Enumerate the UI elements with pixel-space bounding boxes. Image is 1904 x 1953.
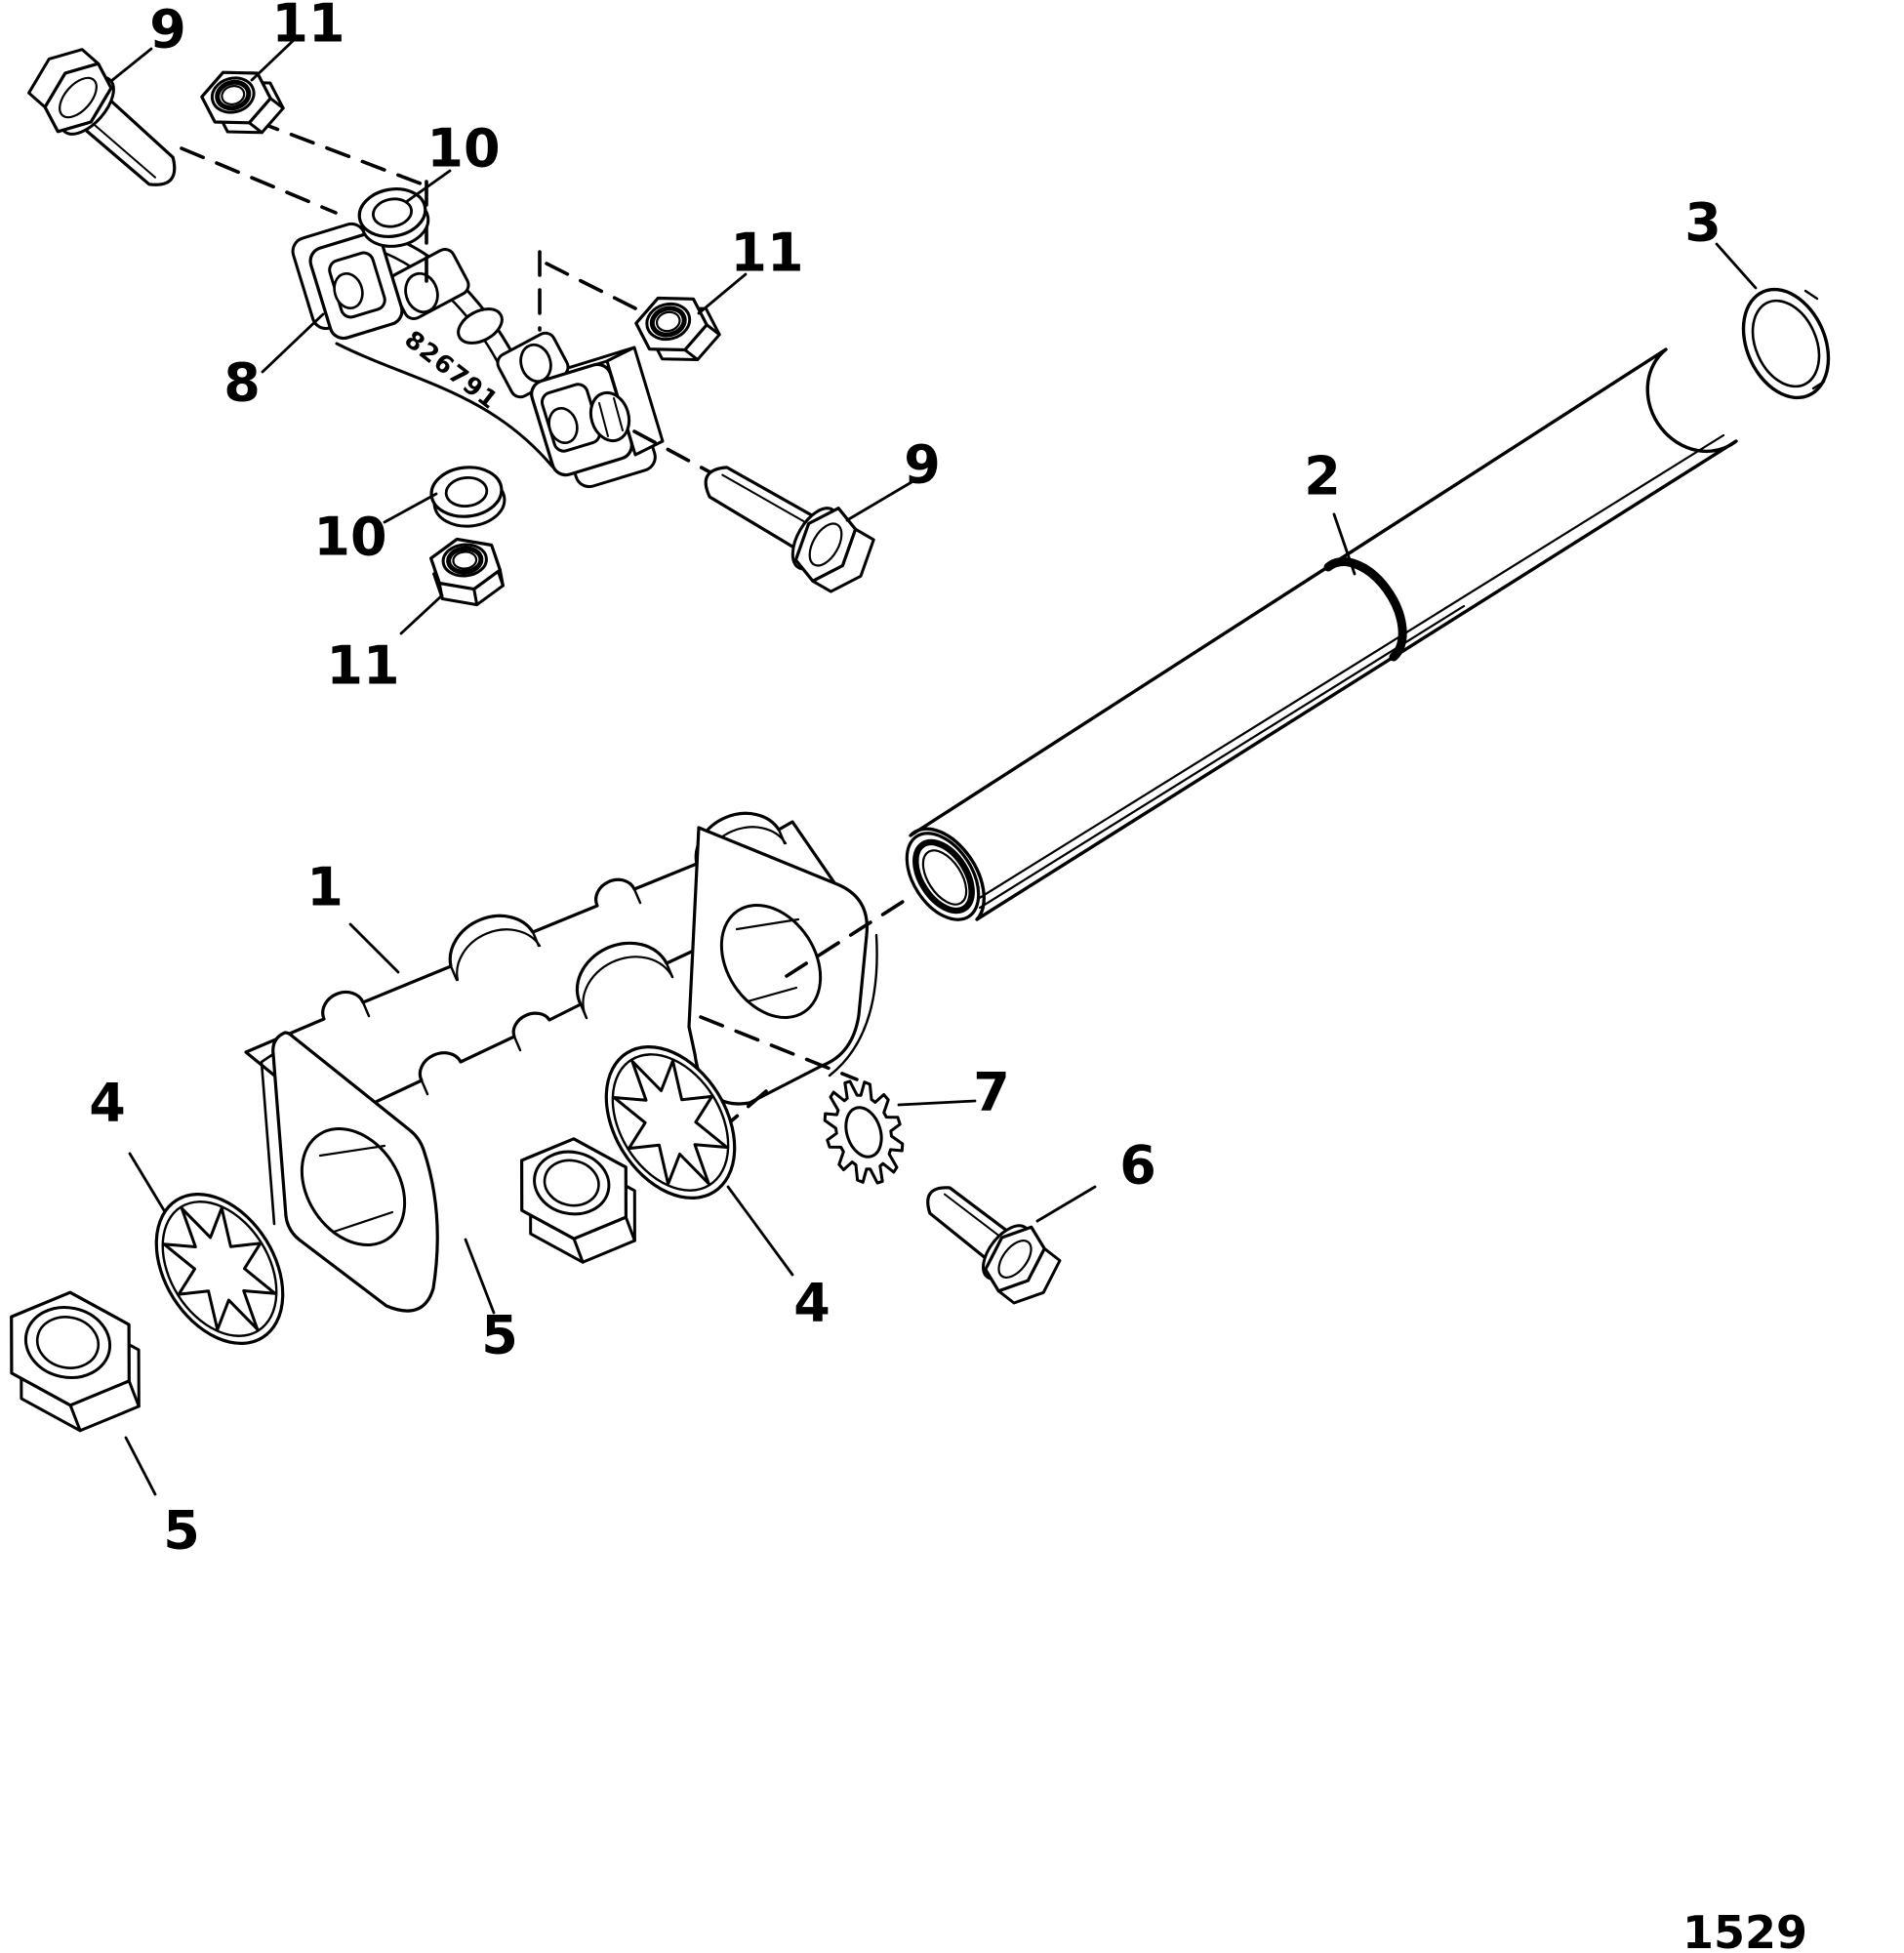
callout-number-1: 1 [306, 857, 344, 918]
leader-line [845, 480, 913, 522]
tooth-washer-7 [823, 1079, 905, 1185]
alignment-dashed-lines [180, 119, 908, 1146]
flat-washer-10-bottom [429, 466, 506, 528]
callout-number-11: 11 [730, 223, 803, 284]
leader-line [128, 1152, 166, 1212]
callout-number-3: 3 [1684, 192, 1722, 254]
callout-number-4: 4 [89, 1073, 126, 1134]
callout-clamp-block: 8 [223, 312, 325, 414]
leader-line [897, 1099, 977, 1107]
clamp-block: 826791 [291, 222, 665, 489]
callout-lock-washer: 4 [726, 1185, 830, 1334]
tube-band [1323, 557, 1407, 662]
leader-line [250, 39, 295, 82]
leader-line [109, 47, 153, 83]
callout-retaining-ring: 3 [1684, 192, 1758, 290]
leader-line [399, 593, 444, 635]
callout-number-9: 9 [149, 0, 186, 61]
leader-line [1332, 512, 1357, 576]
callout-number-10: 10 [313, 507, 386, 568]
callout-number-6: 6 [1119, 1135, 1156, 1197]
lock-washer-4-center [604, 1045, 737, 1200]
callout-hex-bolt: 9 [109, 0, 186, 83]
callout-number-2: 2 [1304, 446, 1341, 508]
leader-line [383, 492, 438, 524]
page-number: 1529 [1682, 1906, 1807, 1953]
lock-nut-11-right [634, 296, 721, 361]
bracket-web [244, 811, 837, 1124]
hex-nut-5-left [10, 1290, 141, 1433]
callout-lock-nut: 11 [250, 0, 345, 82]
callout-number-10: 10 [426, 118, 500, 180]
leader-line [348, 922, 400, 974]
bracket-left-flange [260, 1031, 439, 1313]
hex-bolt-6 [926, 1186, 1062, 1305]
bracket-right-flange [687, 826, 878, 1106]
callout-lock-washer: 4 [89, 1073, 166, 1212]
callout-number-11: 11 [271, 0, 344, 55]
leader-line [697, 272, 748, 315]
callout-tooth-washer: 7 [897, 1062, 1010, 1123]
leader-line [464, 1238, 496, 1315]
callout-tube: 2 [1304, 446, 1357, 576]
hex-bolt-9-right [704, 466, 875, 593]
lock-nut-11-bottom [429, 537, 505, 607]
leader-line [261, 312, 325, 374]
hex-bolt-9-top [27, 48, 177, 186]
callout-lock-nut: 11 [697, 223, 804, 315]
tube [905, 347, 1738, 921]
callout-number-5: 5 [481, 1305, 518, 1366]
callout-number-4: 4 [793, 1273, 830, 1334]
callout-number-8: 8 [223, 352, 261, 414]
leader-line [1715, 242, 1758, 290]
lock-nut-11-top [200, 70, 285, 135]
callout-flat-washer: 10 [404, 118, 501, 204]
callout-flat-washer: 10 [313, 492, 438, 568]
callout-number-11: 11 [326, 635, 399, 697]
callout-hex-nut: 5 [124, 1436, 200, 1562]
hex-nut-5-center [519, 1137, 636, 1264]
callout-bracket: 1 [306, 857, 400, 974]
callout-number-9: 9 [904, 434, 941, 496]
callout-hex-nut: 5 [464, 1238, 518, 1366]
callout-number-7: 7 [973, 1062, 1010, 1123]
leader-line [404, 169, 452, 204]
leader-line [1035, 1185, 1097, 1223]
callout-hex-bolt: 9 [845, 434, 941, 522]
callout-hex-bolt: 6 [1035, 1135, 1156, 1223]
leader-line [124, 1436, 157, 1496]
retaining-ring [1741, 287, 1831, 400]
leader-line [726, 1185, 794, 1277]
lock-washer-4-left [154, 1193, 285, 1345]
bracket [244, 811, 878, 1313]
callout-number-5: 5 [163, 1500, 200, 1562]
callout-lock-nut: 11 [326, 593, 444, 697]
